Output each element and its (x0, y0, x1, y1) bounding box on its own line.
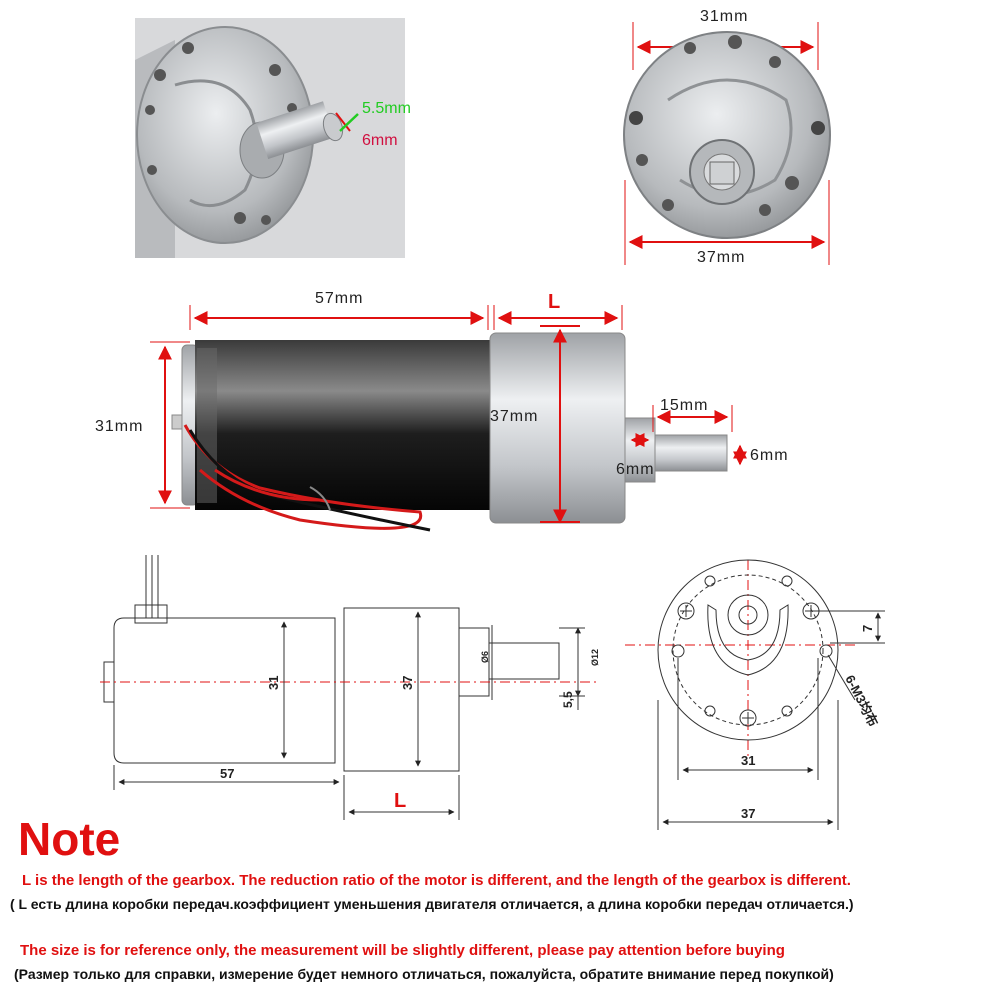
side-drawing-labels: 31 37 Ø6 Ø12 5,5 57 L (220, 649, 600, 812)
shaft-dim-label: 6mm (362, 132, 398, 149)
note-line-reference-ru: (Размер только для справки, измерение бу… (14, 966, 834, 982)
note-title: Note (18, 813, 121, 865)
gearbox-length-label: L (548, 291, 560, 313)
drawing-hole-spacing: 31 (741, 753, 755, 768)
shaft-closeup-photo: 5.5mm 6mm (135, 18, 411, 258)
note-line-reference-en: The size is for reference only, the meas… (20, 942, 785, 959)
diagram-canvas: 5.5mm 6mm 31mm 37mm 57mm L (95, 8, 885, 830)
note-line-gearbox-en: L is the length of the gearbox. The redu… (22, 872, 851, 889)
shaft-diameter-label: 6mm (750, 447, 789, 464)
motor-length-label: 57mm (315, 290, 363, 307)
front-diameter-label: 37mm (697, 249, 745, 266)
flat-dim-label: 5.5mm (362, 100, 411, 117)
shaft-length-label: 15mm (660, 397, 708, 414)
drawing-front-diameter: 37 (741, 806, 755, 821)
drawing-offset: 7 (860, 625, 875, 632)
gearbox-diameter-label: 37mm (490, 408, 538, 425)
front-drawing (625, 559, 885, 830)
motor-diameter-label: 31mm (95, 418, 143, 435)
side-drawing (100, 555, 600, 820)
drawing-holes: 6-M3均布 (842, 673, 881, 729)
side-view-photo: 57mm L 31mm 37mm 15mm 6mm 6mm (95, 290, 789, 532)
drawing-shaft-diameter: Ø6 (480, 651, 490, 663)
drawing-motor-diameter: 31 (266, 676, 281, 690)
drawing-flat: 5,5 (561, 691, 575, 708)
hole-spacing-label: 31mm (700, 8, 748, 25)
drawing-gearbox-diameter: 37 (400, 676, 415, 690)
front-drawing-labels: 7 6-M3均布 31 37 (741, 625, 881, 821)
front-view-photo: 31mm 37mm (623, 8, 831, 266)
note-line-gearbox-ru: ( L есть длина коробки передач.коэффицие… (10, 896, 854, 912)
drawing-collar-diameter: Ø12 (590, 649, 600, 666)
drawing-motor-length: 57 (220, 766, 234, 781)
drawing-gearbox-length: L (394, 790, 406, 812)
collar-label: 6mm (616, 461, 655, 478)
